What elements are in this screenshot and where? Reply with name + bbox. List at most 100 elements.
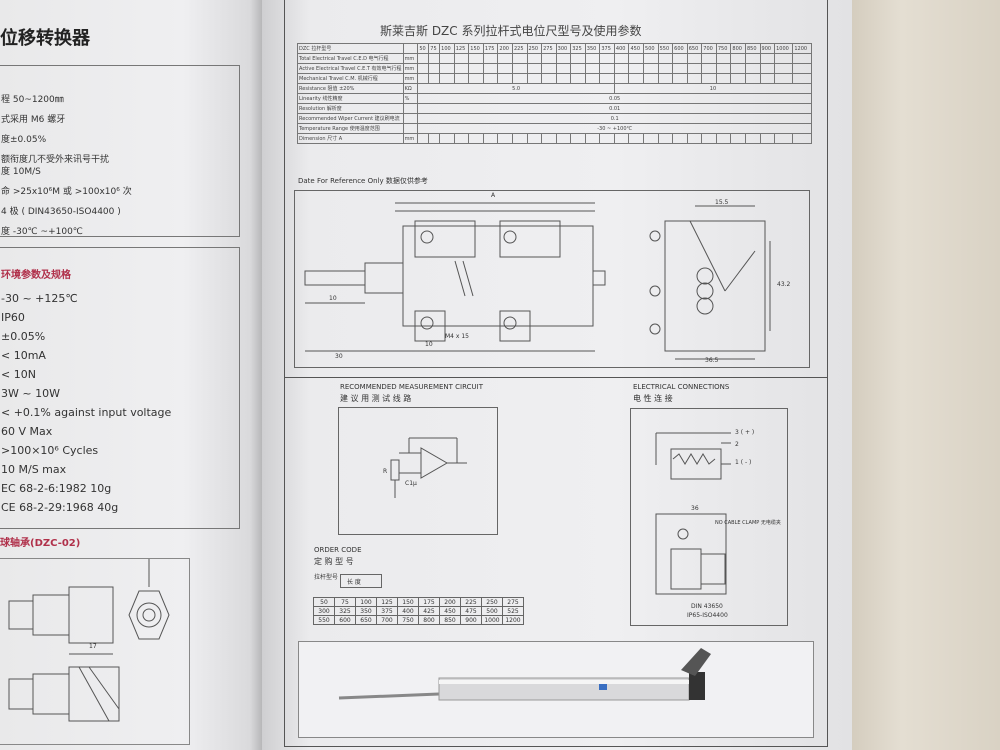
order-cell: 450	[439, 606, 461, 616]
spec-cell	[497, 73, 513, 84]
spec-cell	[570, 63, 586, 74]
spec-cell	[428, 53, 441, 64]
spec-cell	[759, 73, 776, 84]
order-cell: 700	[376, 615, 398, 625]
order-cell: 1200	[502, 615, 524, 625]
spec-unit	[402, 43, 419, 54]
spec-unit	[402, 113, 419, 124]
spec-header-cell: 175	[482, 43, 499, 54]
spec-cell	[672, 53, 688, 64]
spec-cell	[715, 63, 732, 74]
spec-cell	[613, 73, 630, 84]
spec-cell	[570, 133, 586, 144]
spec-cell	[672, 133, 688, 144]
spec-cell	[628, 133, 645, 144]
spec-line: IP60	[1, 311, 25, 324]
dim-label: 15.5	[715, 199, 729, 206]
spec-cell	[715, 53, 732, 64]
spec-unit: %	[402, 93, 419, 104]
order-cell: 500	[481, 606, 503, 616]
spec-cell	[701, 63, 717, 74]
spec-cell	[759, 63, 776, 74]
spec-row-label: Linearity 线性精度	[297, 93, 404, 104]
spec-unit: mm	[402, 73, 419, 84]
circuit-diagram	[390, 437, 467, 498]
spec-cell	[701, 133, 717, 144]
order-cell: 800	[418, 615, 440, 625]
connections-box: 3 ( + ) 2 1 ( - ) 36 NO CABLE CLAMP 无电缆夹…	[630, 408, 788, 626]
spec-cell	[744, 133, 761, 144]
spec-cell	[744, 73, 761, 84]
spec-cell	[599, 53, 615, 64]
spec-header-cell: 100	[439, 43, 455, 54]
spec-cell	[701, 53, 717, 64]
spec-merged-cell: -30 ~ +100℃	[417, 123, 812, 134]
spec-line: 程 50~1200㎜	[1, 95, 64, 105]
circuit-label: R	[383, 468, 388, 475]
spec-cell	[482, 63, 499, 74]
order-cell: 275	[502, 597, 524, 607]
dim-label: 17	[89, 643, 97, 650]
spec-row-label: Recommended Wiper Current 建议刷电流	[297, 113, 404, 124]
spec-cell	[686, 53, 703, 64]
dim-label: 36.5	[705, 357, 719, 364]
spec-line: 3W ~ 10W	[1, 387, 60, 400]
spec-cell	[774, 63, 794, 74]
order-title-cn: 定 购 型 号	[314, 557, 354, 566]
spec-cell	[526, 133, 543, 144]
spec-cell	[468, 133, 484, 144]
spec-cell	[439, 53, 455, 64]
spec-cell	[468, 53, 484, 64]
spec-header-cell: 200	[497, 43, 513, 54]
spec-cell	[599, 63, 615, 74]
spec-cell	[628, 63, 645, 74]
order-title-en: ORDER CODE	[314, 546, 362, 554]
bearing-title: 球轴承(DZC-02)	[0, 538, 81, 549]
spec-cell	[657, 53, 674, 64]
spec-unit	[402, 123, 419, 134]
spec-cell	[686, 73, 703, 84]
product-photo	[338, 648, 711, 701]
spec-cell	[526, 73, 543, 84]
spec-box-top: 程 50~1200㎜ 式采用 M6 螺牙 度±0.05% 额衔度几不受外来讯号干…	[0, 65, 240, 237]
spec-row: Linearity 线性精度%0.05	[297, 93, 812, 104]
dim-label: 43.2	[777, 281, 791, 288]
spec-header-cell: 275	[541, 43, 557, 54]
spec-header-cell: 250	[526, 43, 543, 54]
spec-cell	[453, 73, 470, 84]
standard-label: DIN 43650	[691, 603, 723, 610]
spec-cell	[428, 73, 441, 84]
spec-cell	[439, 133, 455, 144]
spec-row: Temperature Range 使用温度范围-30 ~ +100℃	[297, 123, 812, 134]
spec-line: 度 -30℃ ~+100℃	[1, 227, 83, 237]
spec-cell	[511, 63, 528, 74]
spec-line: >100×10⁶ Cycles	[1, 444, 99, 457]
circuit-box: R C1μ	[338, 407, 498, 535]
spec-cell	[715, 133, 732, 144]
spec-line: ±0.05%	[1, 330, 46, 343]
order-cell: 525	[502, 606, 524, 616]
spec-line: 度 10M/S	[1, 167, 41, 177]
dim-label: 36	[691, 505, 699, 512]
order-cell: 300	[313, 606, 335, 616]
spec-row-label: Active Electrical Travel C.E.T 有效电气行程	[297, 63, 404, 74]
spec-cell	[744, 53, 761, 64]
circuit-title-en: RECOMMENDED MEASUREMENT CIRCUIT	[340, 383, 483, 391]
circuit-label: C1μ	[405, 480, 417, 487]
spec-header-cell: 75	[428, 43, 441, 54]
spec-header-cell: 225	[511, 43, 528, 54]
spec-header-cell: 900	[759, 43, 776, 54]
spec-cell	[657, 133, 674, 144]
spec-header-cell: 375	[599, 43, 615, 54]
spec-header-cell: 750	[715, 43, 732, 54]
spec-cell	[555, 73, 572, 84]
spec-cell	[759, 133, 776, 144]
dim-label: 10	[425, 341, 433, 348]
spec-cell	[417, 133, 430, 144]
